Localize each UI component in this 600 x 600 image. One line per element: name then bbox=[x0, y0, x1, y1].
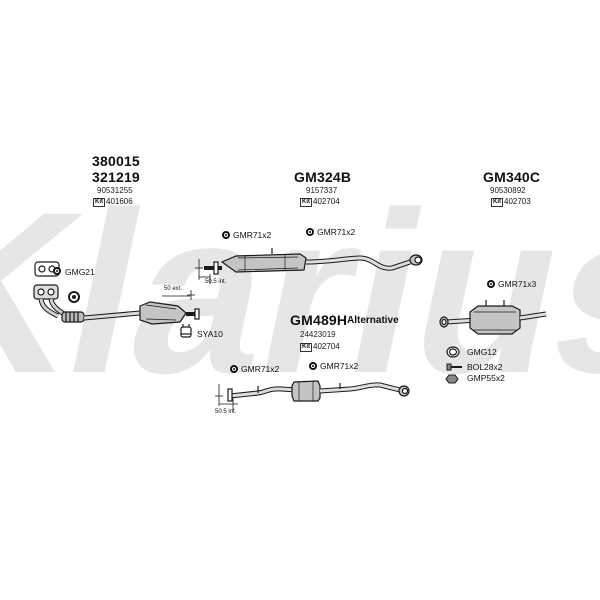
dimension-50-5-int-bottom bbox=[215, 384, 238, 410]
kit-badge: Kit bbox=[491, 198, 503, 207]
part-code-321219: 321219 bbox=[92, 169, 140, 185]
bol28-bolt bbox=[446, 363, 462, 371]
label-gmr71x2-a: GMR71x2 bbox=[233, 230, 272, 240]
gm489h-section bbox=[227, 380, 410, 402]
label-gmr71x3: GMR71x3 bbox=[498, 279, 537, 289]
oem-ref-4: 24423019 bbox=[300, 330, 336, 339]
alternative-label: Alternative bbox=[347, 315, 399, 326]
part-code-gm324b: GM324B bbox=[294, 169, 352, 185]
label-gmg12: GMG12 bbox=[467, 347, 497, 357]
label-bol28x2: BOL28x2 bbox=[467, 362, 503, 372]
clamp-icon bbox=[230, 365, 238, 373]
label-gmg21: GMG21 bbox=[65, 267, 95, 277]
gmg12-gasket bbox=[446, 346, 460, 358]
clamp-icon bbox=[487, 280, 495, 288]
gm324b-section bbox=[204, 248, 423, 275]
watermark: Klarius bbox=[0, 164, 600, 421]
kit-badge: Kit bbox=[300, 198, 312, 207]
dim-50-ext: 50 ext. bbox=[164, 286, 183, 292]
dim-50-5-int-a: 50.5 int. bbox=[205, 279, 227, 285]
kit-badge: Kit bbox=[93, 198, 105, 207]
clamp-icon bbox=[309, 362, 317, 370]
kit-number-value: 401606 bbox=[106, 197, 133, 206]
oem-ref-3: 90530892 bbox=[490, 186, 526, 195]
dim-50-5-int-b: 50.5 int. bbox=[215, 409, 237, 415]
clamp-icon bbox=[53, 267, 61, 275]
label-gmp55x2: GMP55x2 bbox=[467, 373, 505, 383]
kit-number-value: 402704 bbox=[313, 197, 340, 206]
kit-number-value: 402703 bbox=[504, 197, 531, 206]
label-gmr71x2-c: GMR71x2 bbox=[241, 364, 280, 374]
dimension-50-ext bbox=[162, 290, 195, 300]
gm340c-section bbox=[439, 300, 547, 335]
kit-badge: Kit bbox=[300, 343, 312, 352]
clamp-icon bbox=[222, 231, 230, 239]
sya10-clamp bbox=[180, 324, 192, 338]
part-code-gm340c: GM340C bbox=[483, 169, 541, 185]
gmp55-nut bbox=[445, 374, 459, 384]
label-gmr71x2-b: GMR71x2 bbox=[317, 227, 356, 237]
dimension-50-5-int-top bbox=[195, 259, 211, 284]
label-sya10: SYA10 bbox=[197, 329, 223, 339]
kit-number-value: 402704 bbox=[313, 342, 340, 351]
part-code-gm489h: GM489H bbox=[290, 312, 348, 328]
oem-ref-2: 9157337 bbox=[306, 186, 338, 195]
part-code-380015: 380015 bbox=[92, 153, 140, 169]
label-gmr71x2-d: GMR71x2 bbox=[320, 361, 359, 371]
clamp-icon bbox=[306, 228, 314, 236]
oem-ref-1: 90531255 bbox=[97, 186, 133, 195]
